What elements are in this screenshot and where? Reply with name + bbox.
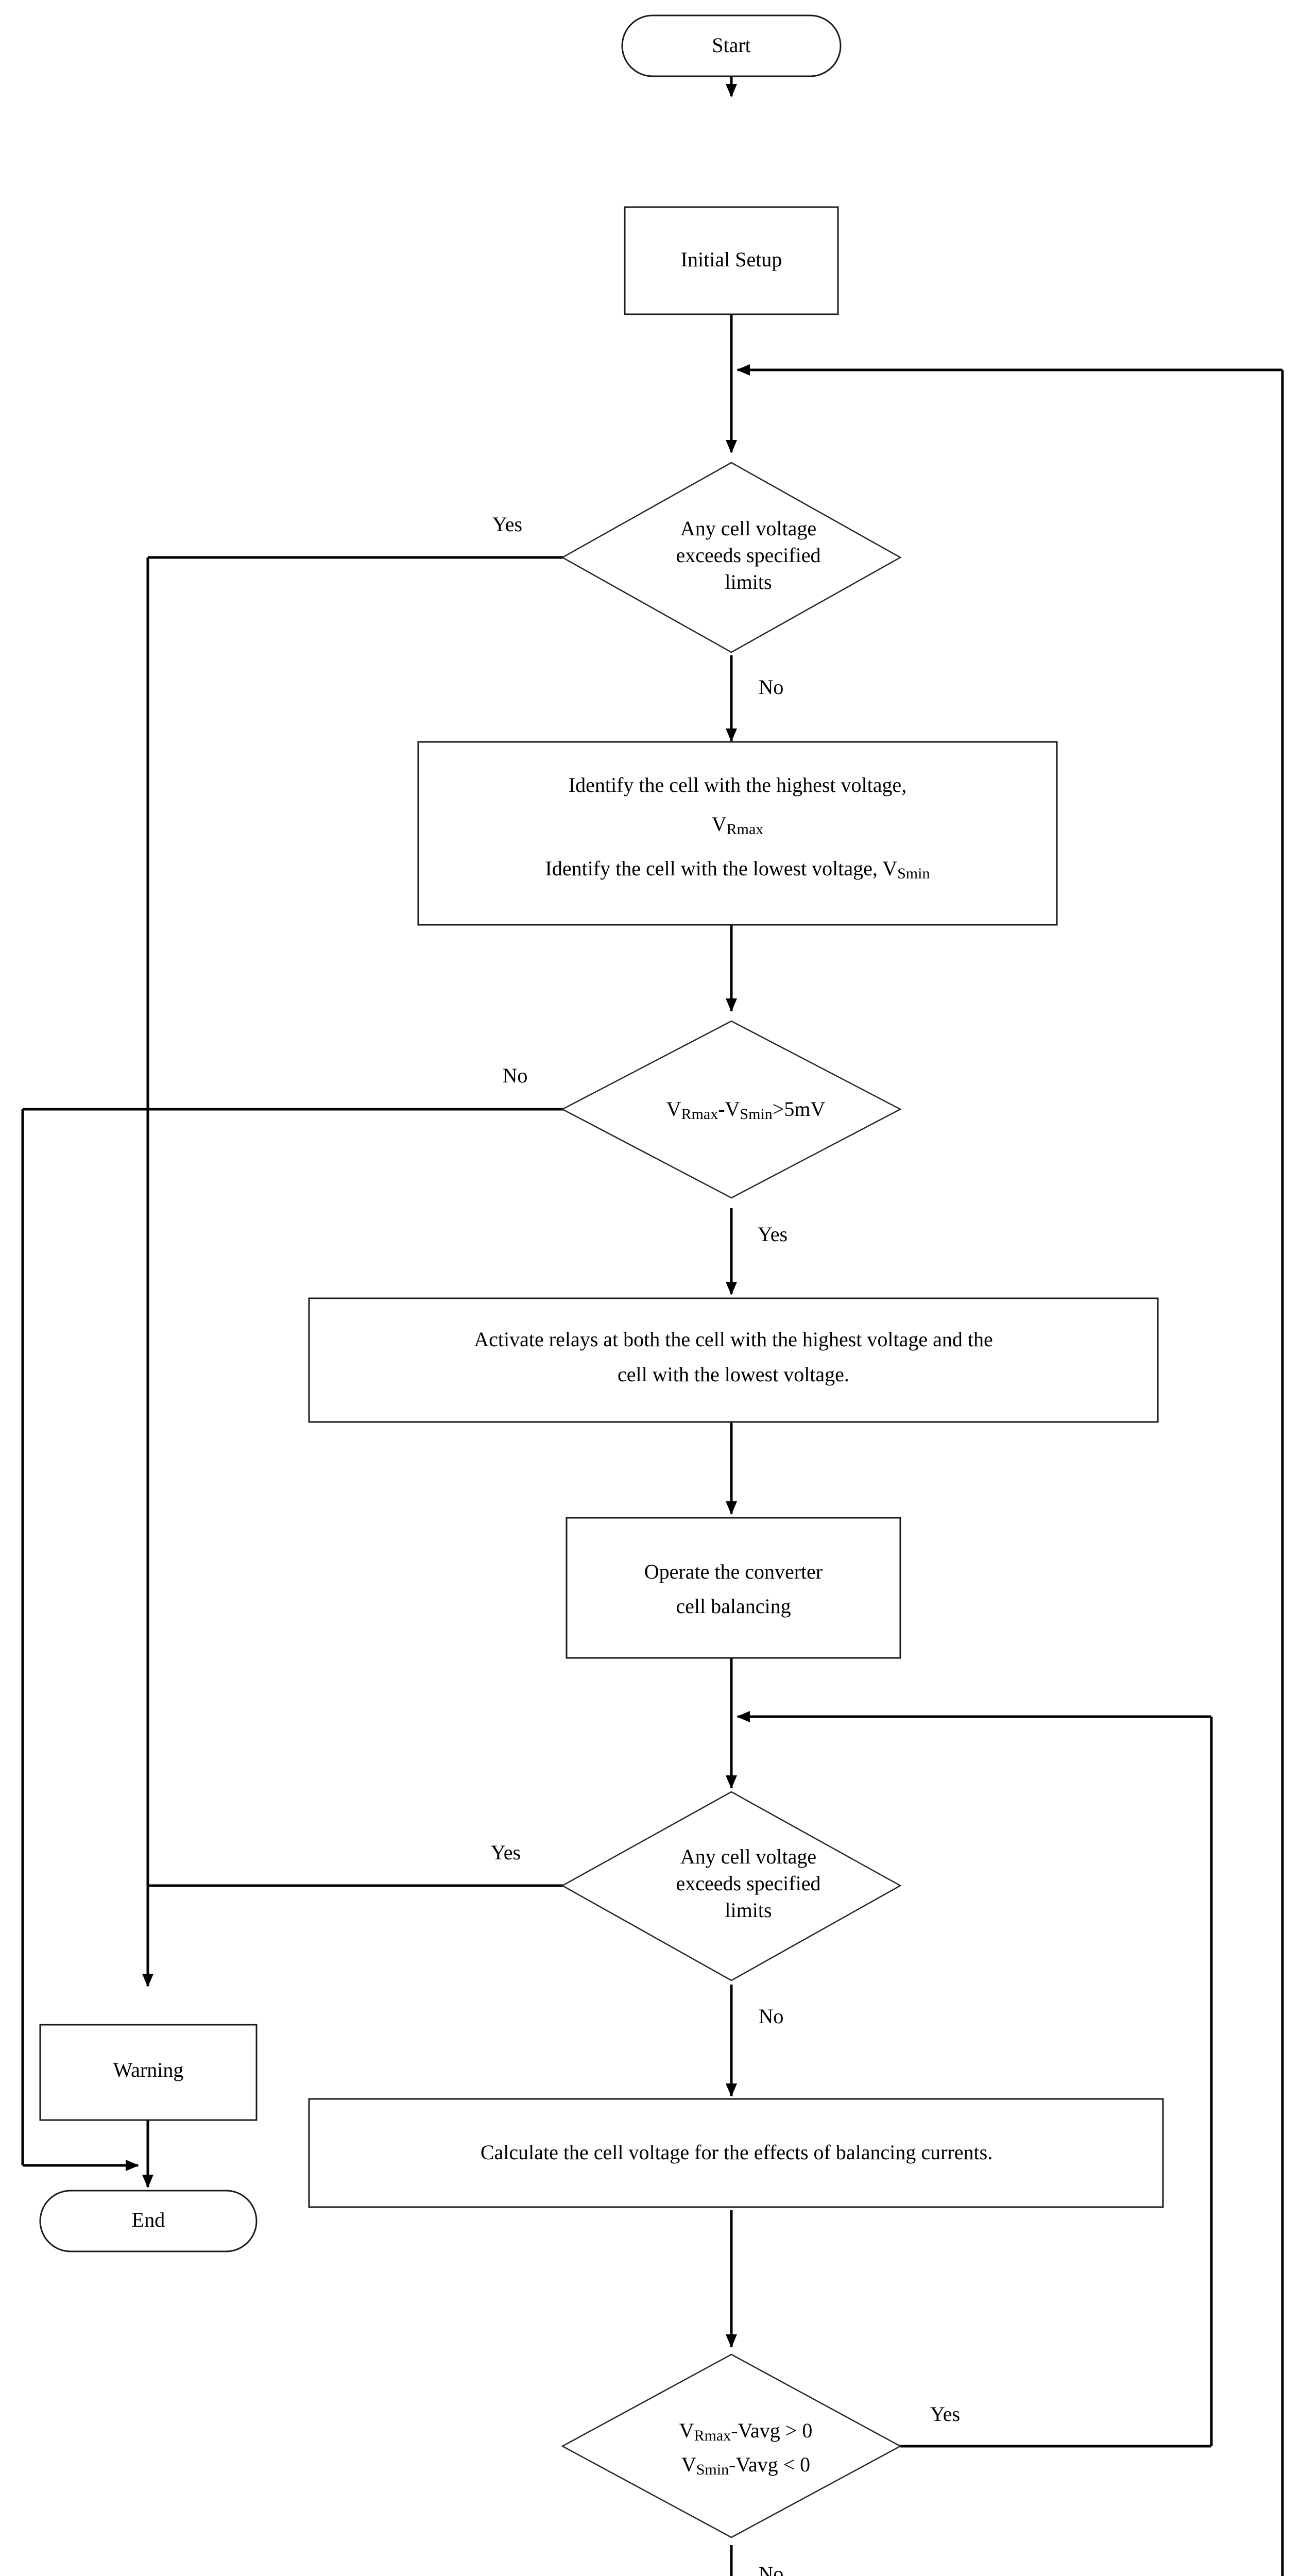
edge-label-limits2-no: No [759, 2005, 784, 2028]
node-operate-converter-line2: cell balancing [676, 1595, 791, 1618]
node-activate-relays-line2: cell with the lowest voltage. [618, 1363, 849, 1386]
node-end[interactable]: End [39, 2190, 258, 2252]
node-activate-relays-line1: Activate relays at both the cell with th… [474, 1328, 992, 1351]
node-decision-limits-2[interactable]: Any cell voltage exceeds specified limit… [561, 1791, 902, 1981]
node-identify-cells-line3: Identify the cell with the lowest voltag… [545, 857, 930, 882]
edge-label-avg-yes: Yes [930, 2402, 960, 2426]
edge-label-limits1-no: No [759, 675, 784, 699]
node-decision-limits-1[interactable]: Any cell voltage exceeds specified limit… [561, 462, 902, 653]
edge-label-limits1-yes: Yes [492, 513, 522, 536]
node-decision-limits-2-line3: limits [725, 1899, 772, 1922]
node-decision-delta-label: VRmax-VSmin>5mV [666, 1097, 826, 1123]
node-operate-converter[interactable]: Operate the converter cell balancing [566, 1517, 901, 1659]
node-warning[interactable]: Warning [39, 2024, 258, 2121]
node-decision-avg-line2: VSmin-Vavg < 0 [681, 2453, 810, 2478]
node-initial-setup-label: Initial Setup [681, 248, 782, 271]
edge-label-avg-no: No [759, 2562, 784, 2576]
node-start[interactable]: Start [621, 14, 842, 77]
node-decision-avg[interactable]: VRmax-Vavg > 0 VSmin-Vavg < 0 [561, 2353, 902, 2538]
node-start-label: Start [712, 33, 751, 57]
node-activate-relays[interactable]: Activate relays at both the cell with th… [308, 1297, 1159, 1423]
node-calculate-voltage[interactable]: Calculate the cell voltage for the effec… [308, 2098, 1164, 2208]
node-decision-limits-1-line1: Any cell voltage [680, 517, 816, 540]
node-decision-limits-1-line2: exceeds specified [676, 544, 821, 567]
node-identify-cells[interactable]: Identify the cell with the highest volta… [417, 741, 1058, 926]
node-decision-avg-line1: VRmax-Vavg > 0 [679, 2419, 813, 2444]
node-initial-setup[interactable]: Initial Setup [624, 206, 839, 315]
edge-label-delta-yes: Yes [758, 1223, 788, 1246]
node-warning-label: Warning [113, 2058, 184, 2081]
node-decision-delta[interactable]: VRmax-VSmin>5mV [561, 1020, 902, 1199]
node-decision-limits-2-line2: exceeds specified [676, 1872, 821, 1895]
node-identify-cells-line1: Identify the cell with the highest volta… [569, 773, 906, 796]
edge-label-limits2-yes: Yes [491, 1841, 521, 1864]
node-operate-converter-line1: Operate the converter [644, 1560, 823, 1583]
node-decision-limits-1-line3: limits [725, 570, 772, 594]
node-calculate-voltage-label: Calculate the cell voltage for the effec… [481, 2141, 992, 2164]
node-decision-limits-2-line1: Any cell voltage [680, 1845, 816, 1868]
node-identify-cells-line2: VRmax [712, 812, 764, 838]
node-end-label: End [132, 2208, 165, 2231]
edge-label-delta-no: No [503, 1064, 528, 1087]
